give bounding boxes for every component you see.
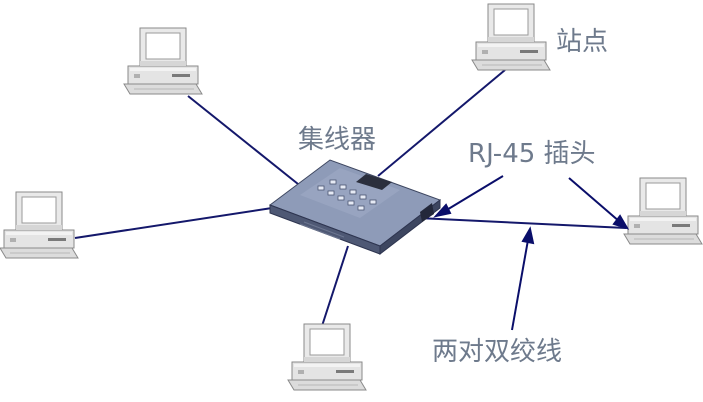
- network-hub-icon: [268, 159, 442, 256]
- station-right: [623, 177, 703, 245]
- cable-top-left: [187, 95, 299, 185]
- arrow-head-rj45-right: [612, 214, 630, 230]
- cable-top-right: [377, 69, 506, 177]
- station-bottom: [287, 323, 367, 391]
- desktop-computer-icon: [287, 323, 367, 391]
- cable-bottom: [321, 245, 349, 327]
- station-label: 站点: [556, 27, 608, 57]
- arrow-rj45-left: [444, 175, 504, 212]
- arrow-head-twisted-pair: [521, 226, 535, 245]
- cables: [74, 69, 627, 327]
- twisted-pair-label: 两对双绞线: [432, 337, 562, 367]
- rj45-plug-label: RJ-45 插头: [468, 139, 596, 169]
- hub-label: 集线器: [298, 125, 376, 155]
- arrow-head-rj45-left: [433, 203, 452, 218]
- station-left: [0, 191, 79, 259]
- desktop-computer-icon: [123, 27, 203, 95]
- desktop-computer-icon: [623, 177, 703, 245]
- arrow-rj45-right: [568, 177, 621, 223]
- cable-right: [417, 217, 627, 229]
- arrow-twisted-pair: [511, 239, 529, 331]
- station-top-left: [123, 27, 203, 95]
- cable-left: [74, 207, 273, 239]
- desktop-computer-icon: [471, 3, 551, 71]
- arrows: [433, 175, 630, 331]
- station-top-right: [471, 3, 551, 71]
- desktop-computer-icon: [0, 191, 79, 259]
